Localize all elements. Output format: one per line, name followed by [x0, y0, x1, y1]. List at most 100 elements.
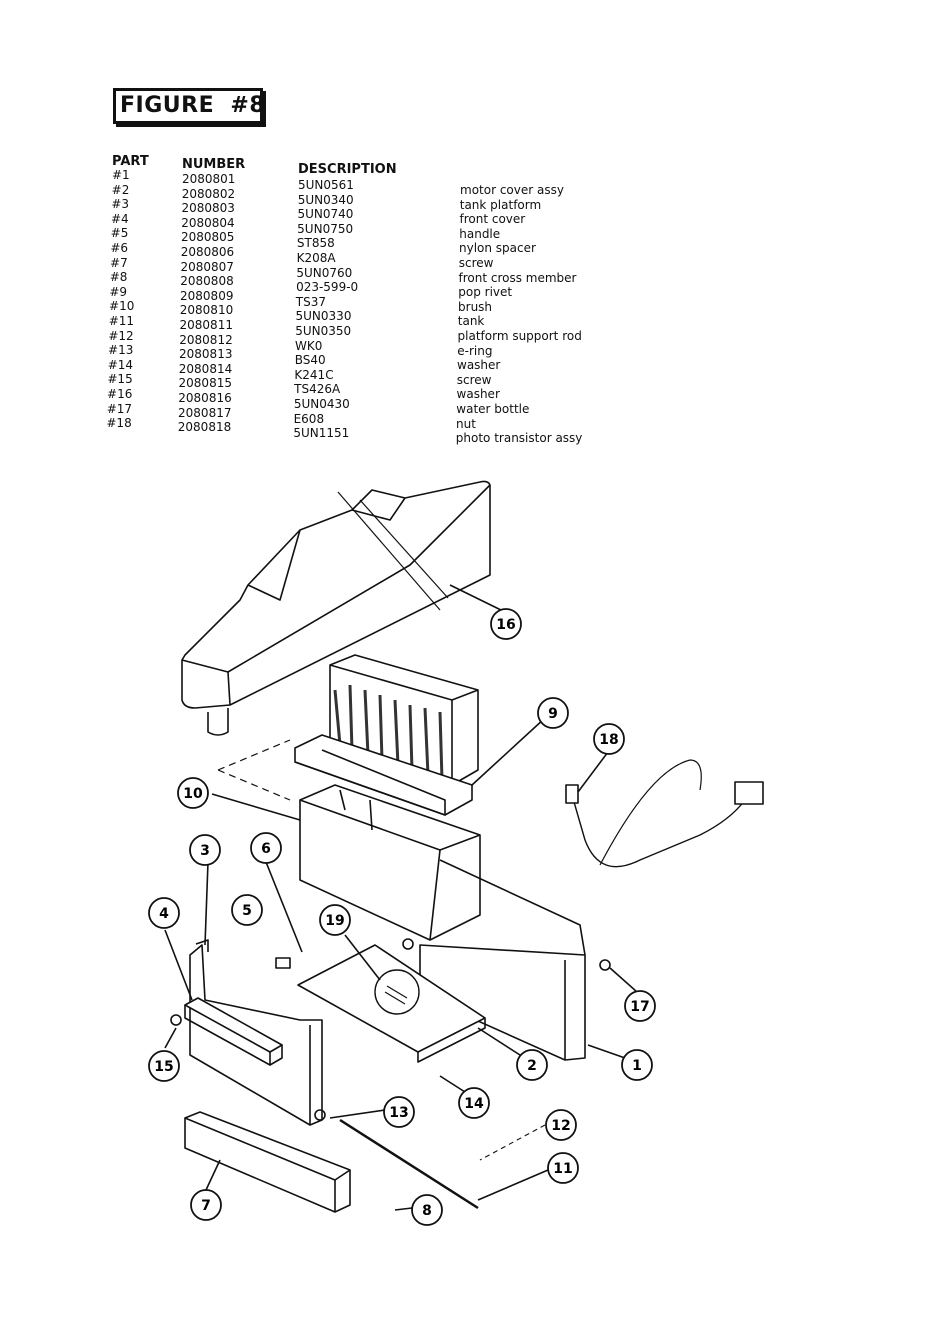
part-id: #10 [109, 299, 135, 314]
part-description: nut [456, 416, 476, 431]
part-code: E608 [293, 411, 325, 426]
part-number: 2080802 [181, 186, 236, 201]
header-description: DESCRIPTION [298, 162, 397, 177]
part-description: handle [459, 226, 501, 241]
part-number: 2080806 [180, 245, 235, 259]
part-code: 5UN0340 [297, 192, 354, 207]
part-code: 5UN0330 [295, 309, 352, 324]
part-code: TS37 [295, 294, 327, 309]
part-description: washer [457, 358, 501, 373]
part-id: #14 [107, 357, 134, 372]
callout-17: 17 [624, 990, 656, 1022]
part-number: 2080809 [180, 288, 234, 303]
callout-16: 16 [490, 608, 522, 640]
part-id: #3 [111, 197, 130, 212]
part-number: 2080803 [181, 201, 235, 216]
header-part: PART [112, 154, 149, 169]
callout-11: 11 [547, 1152, 579, 1184]
callout-13: 13 [383, 1096, 415, 1128]
callout-7: 7 [190, 1189, 222, 1221]
part-id: #8 [109, 270, 128, 285]
part-code: 5UN0561 [298, 178, 354, 192]
callout-14: 14 [458, 1087, 490, 1119]
part-description: nylon spacer [459, 241, 536, 256]
part-code: 5UN0350 [295, 324, 352, 338]
callout-label: 17 [630, 999, 649, 1015]
part-description: photo transistor assy [455, 431, 583, 446]
callout-label: 11 [553, 1161, 572, 1177]
callout-label: 5 [242, 903, 252, 919]
part-id: #2 [111, 182, 130, 197]
callout-2: 2 [516, 1049, 548, 1081]
callout-label: 18 [599, 732, 618, 748]
part-description: tank [457, 314, 485, 329]
part-description: front cross member [458, 270, 577, 285]
part-number: 2080805 [181, 230, 235, 245]
callout-label: 6 [261, 841, 271, 857]
callout-label: 8 [422, 1203, 432, 1219]
part-code: K208A [296, 251, 336, 265]
callout-label: 2 [527, 1058, 537, 1074]
part-code: TS426A [294, 382, 341, 397]
callout-label: 15 [154, 1059, 173, 1075]
callout-label: 9 [548, 706, 558, 722]
callout-8: 8 [411, 1194, 443, 1226]
callout-label: 14 [464, 1096, 484, 1112]
callout-label: 12 [551, 1118, 570, 1134]
part-number: 2080816 [178, 391, 232, 405]
handle-drawing [184, 997, 283, 1066]
tank-drawing [299, 784, 481, 941]
part-id: #7 [110, 255, 128, 270]
part-code: 5UN0430 [293, 397, 350, 411]
figure-title: FIGURE #8 [113, 88, 265, 124]
callout-label: 10 [183, 786, 203, 802]
part-id: #18 [106, 416, 132, 431]
part-number: 2080815 [178, 376, 232, 391]
part-description: washer [456, 387, 500, 402]
callout-label: 7 [201, 1198, 211, 1214]
callout-9: 9 [537, 697, 569, 729]
callout-label: 19 [325, 913, 344, 929]
front-cross-member-drawing [184, 1111, 351, 1213]
callout-1: 1 [621, 1049, 653, 1081]
part-id: #6 [110, 241, 129, 255]
part-number: 2080818 [177, 420, 232, 435]
part-number: 2080801 [182, 172, 236, 186]
part-number: 2080804 [181, 215, 235, 230]
part-id: #5 [110, 226, 129, 241]
part-number: 2080813 [179, 347, 233, 362]
part-description: platform support rod [457, 329, 582, 343]
part-description: water bottle [456, 402, 530, 416]
callout-3: 3 [189, 834, 221, 866]
part-number: 2080810 [179, 303, 234, 318]
part-code: 5UN0760 [296, 265, 353, 280]
callout-label: 1 [632, 1058, 642, 1074]
part-code: 5UN0750 [297, 221, 354, 236]
part-id: #11 [108, 314, 135, 328]
part-id: #15 [107, 372, 133, 387]
part-code: WK0 [294, 338, 323, 353]
part-id: #16 [107, 387, 133, 401]
callout-4: 4 [148, 897, 180, 929]
part-id: #4 [111, 211, 129, 226]
part-id: #17 [106, 401, 133, 416]
header-number: NUMBER [182, 157, 246, 172]
callout-15: 15 [148, 1050, 180, 1082]
part-code: ST858 [296, 236, 335, 251]
callout-18: 18 [593, 723, 625, 755]
callout-label: 16 [496, 617, 515, 633]
part-description: pop rivet [458, 285, 513, 300]
callout-10: 10 [177, 777, 209, 809]
part-description: motor cover assy [460, 183, 564, 197]
callout-6: 6 [250, 832, 282, 864]
brush-drawing [294, 654, 479, 816]
part-description: screw [458, 256, 494, 270]
part-description: e-ring [457, 343, 493, 358]
part-number: 2080812 [179, 332, 233, 347]
part-code: 5UN1151 [293, 426, 350, 441]
callout-12: 12 [545, 1109, 577, 1141]
water-bottle-drawing [181, 480, 491, 736]
part-description: brush [458, 299, 493, 314]
part-description: screw [456, 372, 492, 387]
